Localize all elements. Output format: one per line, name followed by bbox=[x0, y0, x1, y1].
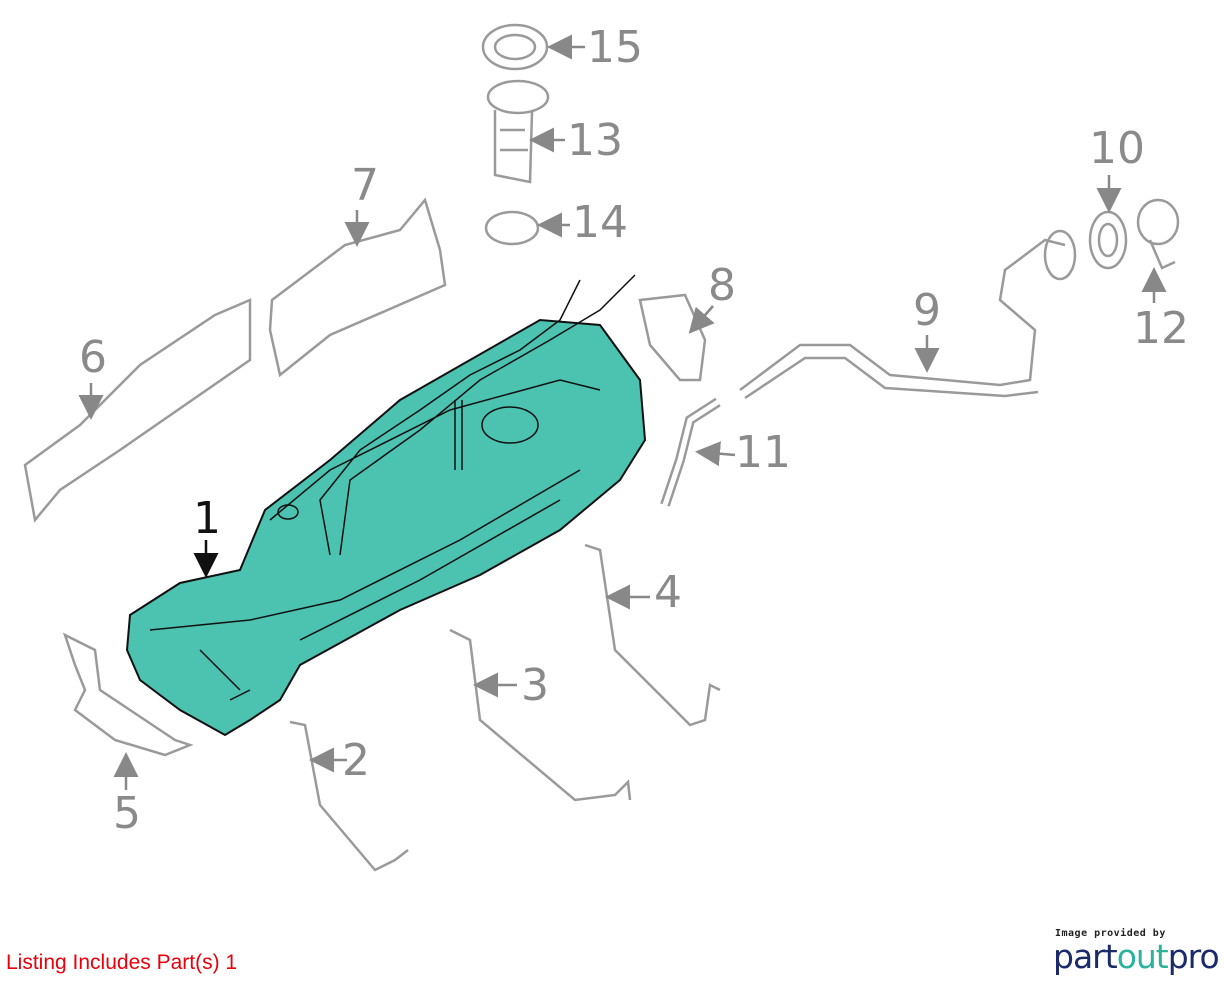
callout-1[interactable]: 1 bbox=[193, 493, 221, 544]
callout-12[interactable]: 12 bbox=[1133, 303, 1189, 354]
callout-15[interactable]: 15 bbox=[587, 22, 643, 73]
strap-part-3[interactable] bbox=[449, 628, 632, 802]
image-credit-text: Image provided by bbox=[1055, 928, 1166, 939]
callout-10[interactable]: 10 bbox=[1089, 123, 1145, 174]
callout-9[interactable]: 9 bbox=[913, 285, 941, 336]
bracket-part-5[interactable] bbox=[62, 632, 194, 757]
fuel-pump-part[interactable] bbox=[486, 79, 550, 184]
logo-part: part bbox=[1053, 937, 1118, 976]
callout-8[interactable]: 8 bbox=[708, 260, 736, 311]
logo-out: out bbox=[1116, 937, 1169, 976]
strap-part-4[interactable] bbox=[584, 543, 721, 727]
heat-shield-part-7[interactable] bbox=[268, 197, 447, 378]
listing-includes-text: Listing Includes Part(s) 1 bbox=[6, 951, 238, 974]
callout-5[interactable]: 5 bbox=[113, 788, 141, 839]
lock-ring-part[interactable] bbox=[481, 23, 549, 71]
callout-2[interactable]: 2 bbox=[342, 735, 370, 786]
heat-shield-part-6[interactable] bbox=[23, 298, 252, 523]
protector-part[interactable] bbox=[638, 293, 707, 382]
callout-13[interactable]: 13 bbox=[567, 115, 623, 166]
pump-seal-part[interactable] bbox=[484, 210, 540, 246]
callout-4[interactable]: 4 bbox=[654, 567, 682, 618]
fuel-tank-part[interactable] bbox=[125, 274, 647, 737]
callout-11[interactable]: 11 bbox=[735, 427, 791, 478]
callout-6[interactable]: 6 bbox=[79, 332, 107, 383]
partoutpro-logo: partoutpro bbox=[1053, 937, 1220, 976]
strap-part-2[interactable] bbox=[289, 720, 409, 872]
callout-7[interactable]: 7 bbox=[351, 160, 379, 211]
callout-14[interactable]: 14 bbox=[572, 197, 628, 248]
filler-pipe-part[interactable] bbox=[739, 238, 1066, 391]
callout-3[interactable]: 3 bbox=[521, 660, 549, 711]
logo-pro: pro bbox=[1167, 937, 1220, 976]
filler-ring-part[interactable] bbox=[1088, 210, 1128, 270]
fuel-cap-part[interactable] bbox=[1136, 198, 1180, 270]
